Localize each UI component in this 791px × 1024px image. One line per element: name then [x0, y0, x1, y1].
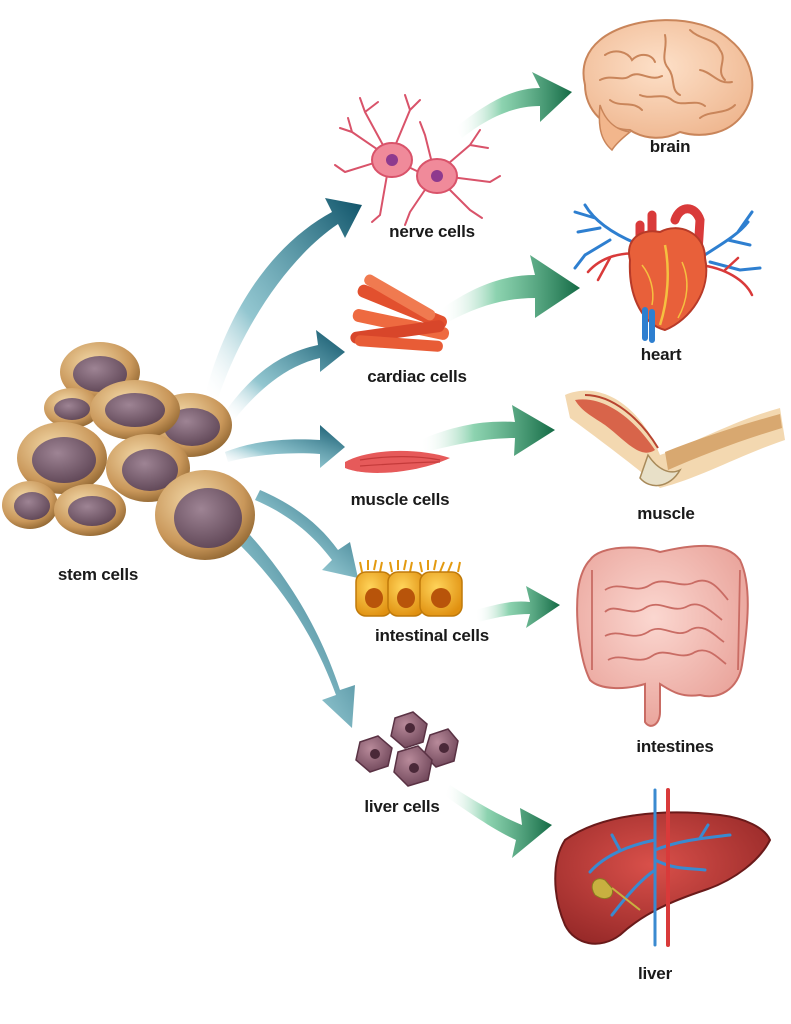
muscle-cells-label: muscle cells: [350, 490, 450, 509]
stem-to-liver-arrow: [240, 535, 355, 728]
muscle-label: muscle: [637, 504, 695, 523]
brain-label: brain: [649, 137, 691, 156]
liver-cells-to-liver-arrow: [444, 785, 552, 858]
intestinal-cells-illustration: [355, 559, 463, 617]
stem-to-nerve-arrow: [205, 198, 362, 398]
muscle-illustration: [565, 390, 785, 488]
stem-cells-label: stem cells: [57, 565, 139, 584]
heart-illustration: [573, 203, 762, 343]
intestinal-cells-label: intestinal cells: [375, 626, 489, 645]
stem-to-muscle-arrow: [225, 425, 345, 468]
cardiac-to-heart-arrow: [440, 255, 580, 322]
liver-illustration: [554, 788, 772, 947]
liver-label: liver: [638, 964, 672, 983]
stem-to-cardiac-arrow: [225, 330, 345, 420]
nerve-cells-illustration: [334, 94, 501, 226]
intestines-illustration: [576, 544, 749, 727]
nerve-cells-label: nerve cells: [389, 222, 475, 241]
brain-illustration: [582, 19, 754, 152]
cardiac-cells-label: cardiac cells: [367, 367, 467, 386]
intestines-label: intestines: [636, 737, 714, 756]
muscle-cell-illustration: [345, 450, 450, 473]
intestinal-to-intestines-arrow: [475, 586, 560, 628]
liver-cells-illustration: [355, 711, 459, 787]
muscle-to-muscle-arrow: [420, 405, 555, 456]
liver-cells-label: liver cells: [364, 797, 440, 816]
cardiac-cells-illustration: [350, 274, 450, 352]
nerve-to-brain-arrow: [455, 72, 572, 138]
heart-label: heart: [640, 345, 682, 364]
stem-cells-illustration: [2, 342, 255, 560]
stem-to-intestinal-arrow: [255, 490, 358, 578]
